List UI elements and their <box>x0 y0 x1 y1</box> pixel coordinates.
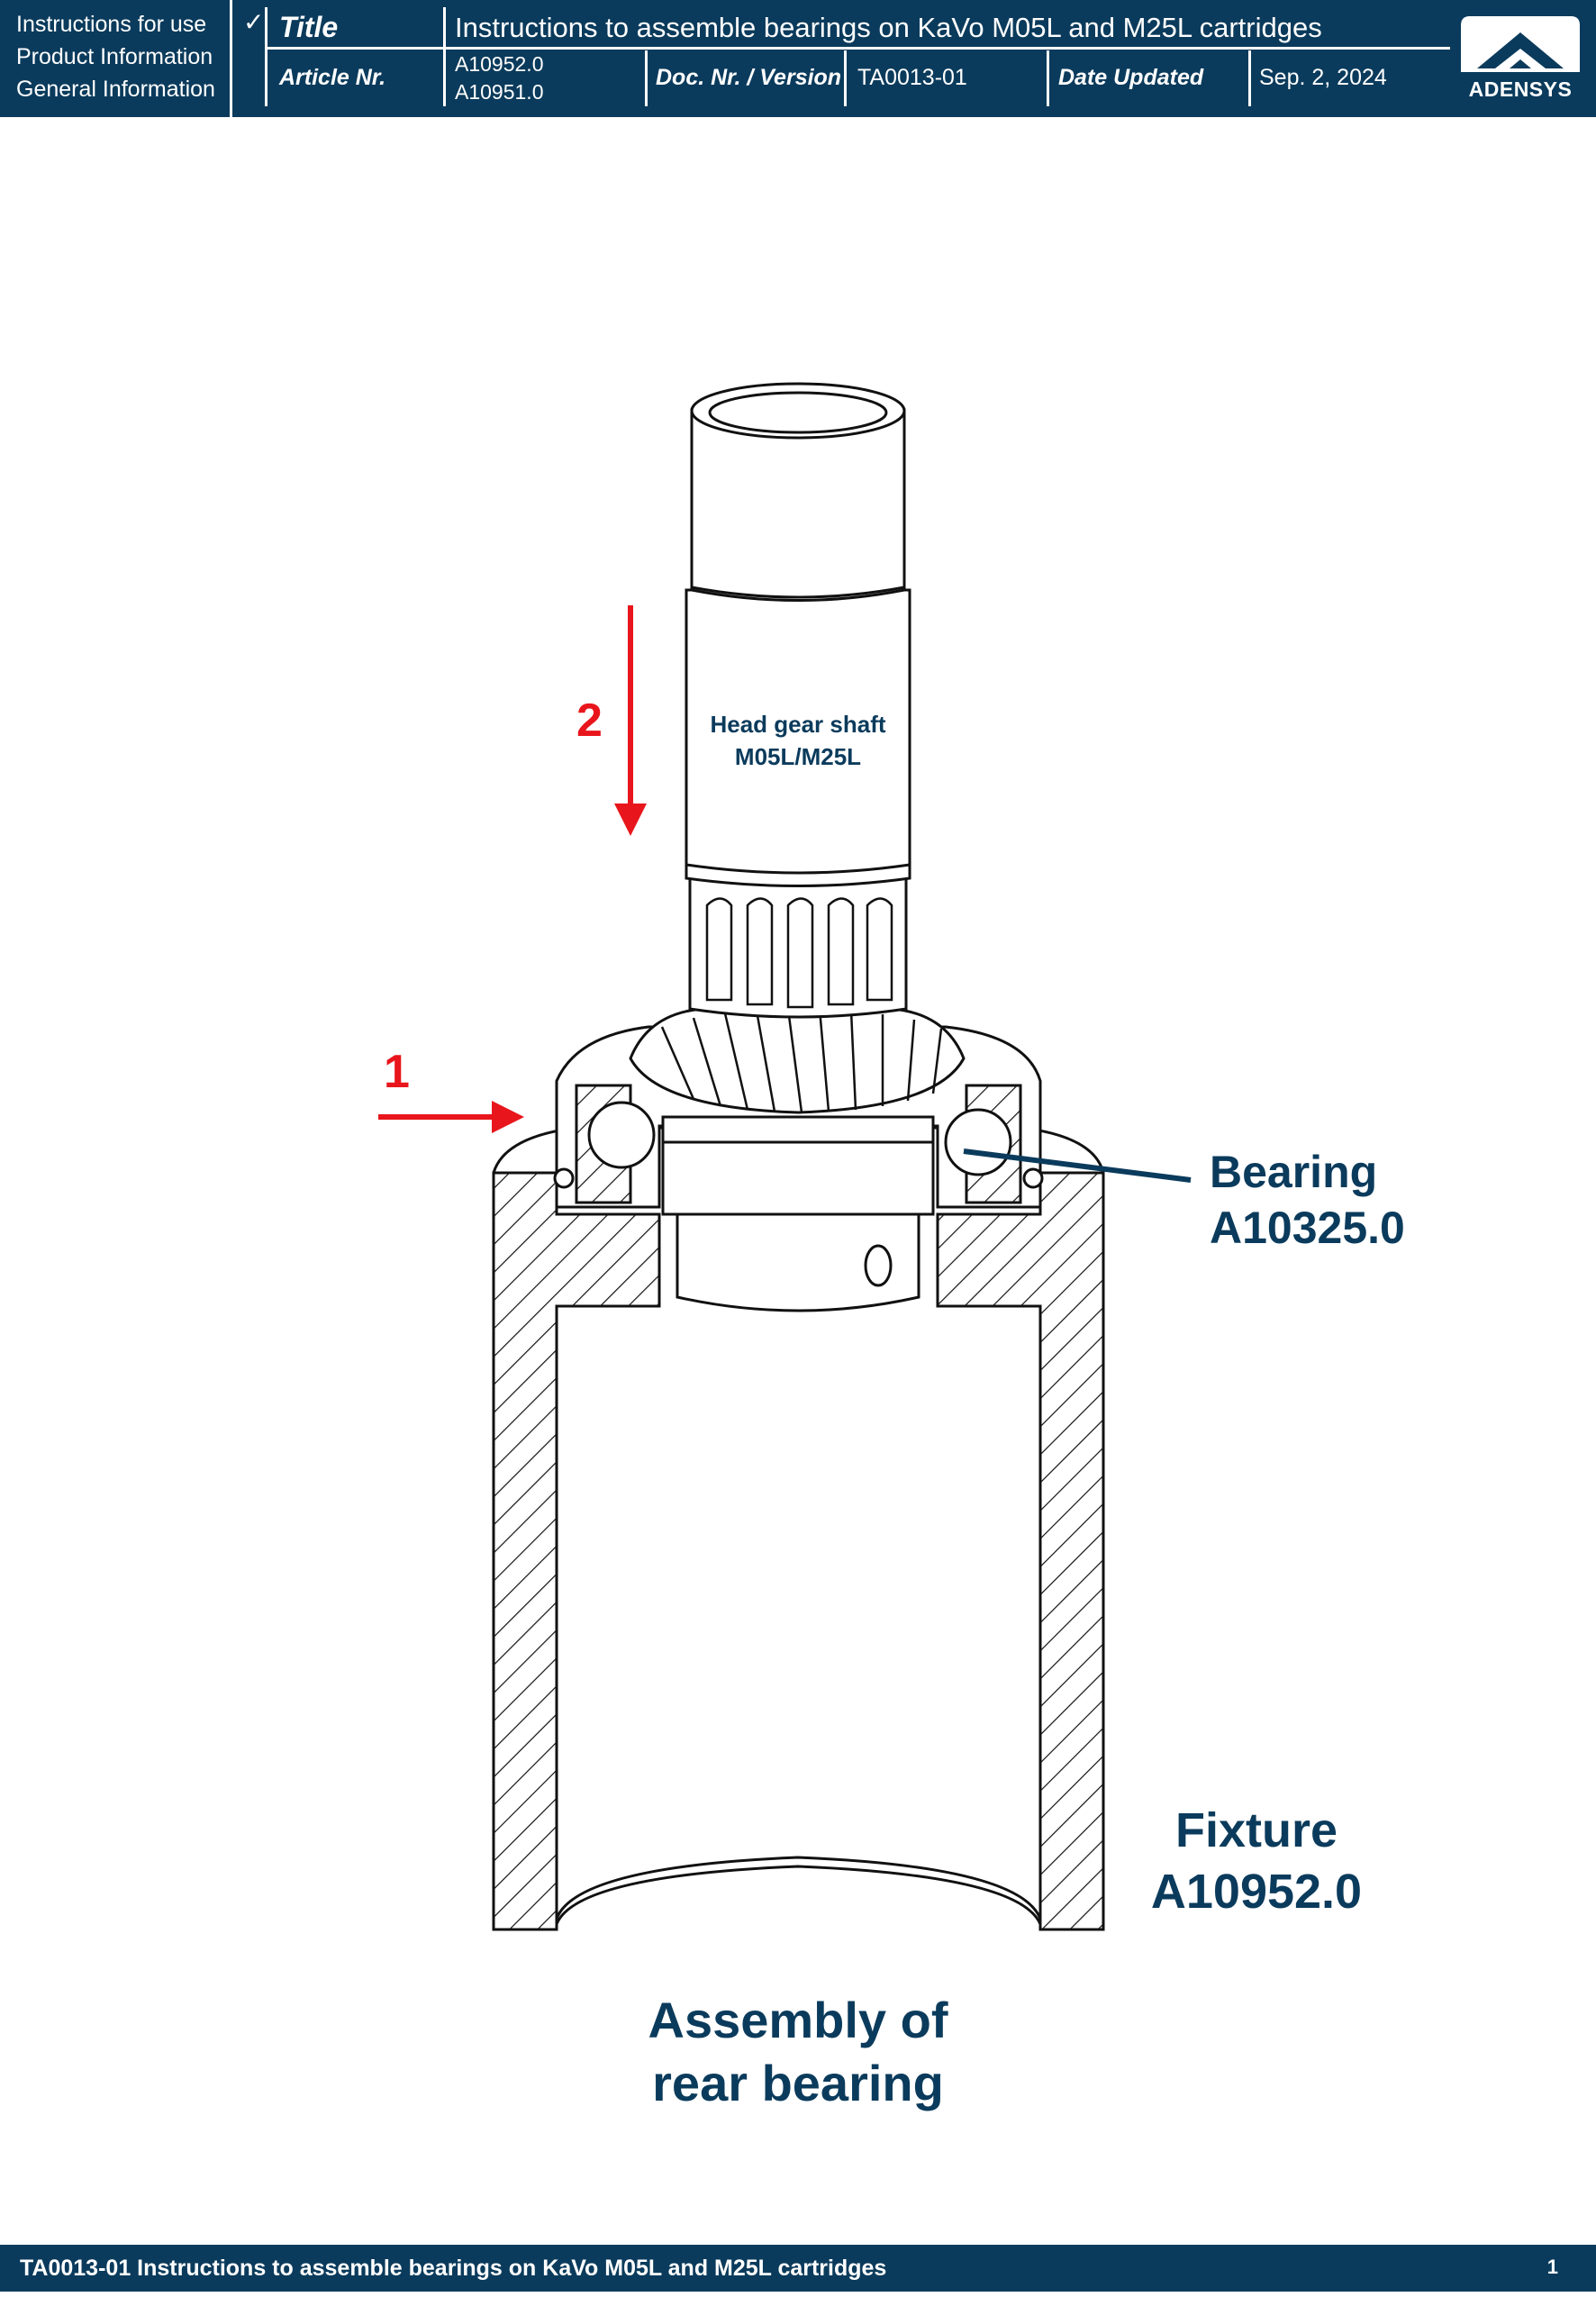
article-number-2: A10951.0 <box>455 80 544 104</box>
shaft-drawing <box>629 382 966 1312</box>
divider <box>844 50 847 106</box>
date-updated-label: Date Updated <box>1058 65 1204 90</box>
divider <box>1248 50 1251 106</box>
divider <box>1047 50 1049 106</box>
fixture-label: Fixture A10952.0 <box>1150 1803 1363 1919</box>
logo-wordmark: ADENSYS <box>1468 77 1573 101</box>
doc-type-instructions: Instructions for use <box>16 12 207 37</box>
page-number: 1 <box>1546 2256 1558 2278</box>
article-label: Article Nr. <box>279 65 386 90</box>
doc-type-general-info: General Information <box>16 77 215 102</box>
title-label: Title <box>279 11 339 43</box>
divider <box>443 7 446 106</box>
doc-number-value: TA0013-01 <box>857 65 967 90</box>
arrow-icon <box>378 605 647 1133</box>
divider <box>267 47 1450 50</box>
article-number-1: A10952.0 <box>455 52 544 76</box>
assembly-drawing <box>378 382 1192 1931</box>
figure-caption: Assembly of rear bearing <box>648 1992 948 2111</box>
bearing-label: Bearing A10325.0 <box>1210 1147 1405 1253</box>
step-2-label: 2 <box>576 695 603 747</box>
assembly-figure: 2 1 Head gear shaft M05L/M25L Bearing A1… <box>0 117 1596 2243</box>
doc-number-label: Doc. Nr. / Version <box>656 65 842 90</box>
document-type-list: Instructions for use Product Information… <box>0 0 232 117</box>
date-updated-value: Sep. 2, 2024 <box>1259 65 1387 90</box>
divider <box>645 50 648 106</box>
checkmark-icon: ✓ <box>243 8 265 36</box>
adensys-logo-icon <box>1461 16 1580 72</box>
document-footer: TA0013-01 Instructions to assemble beari… <box>0 2245 1596 2292</box>
doc-type-product-info: Product Information <box>16 44 213 69</box>
footer-title: TA0013-01 Instructions to assemble beari… <box>20 2256 887 2281</box>
step-1-label: 1 <box>384 1046 410 1098</box>
document-header: Instructions for use Product Information… <box>0 0 1596 117</box>
bearing-leader-line <box>963 1148 1192 1183</box>
document-title: Instructions to assemble bearings on KaV… <box>455 12 1322 43</box>
divider <box>265 7 268 106</box>
head-gear-shaft-label: Head gear shaft M05L/M25L <box>710 711 886 770</box>
